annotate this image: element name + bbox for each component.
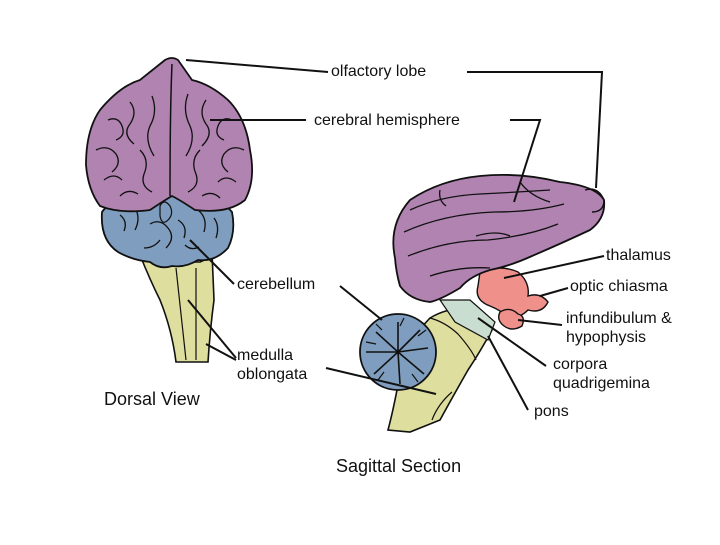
- label-medulla-line1: medulla: [237, 347, 293, 365]
- sagittal-section: [360, 175, 604, 432]
- dorsal-cerebrum: [86, 58, 252, 211]
- leader-olfactory-lobe-sagittal: [467, 72, 602, 188]
- leader-infundibulum: [518, 320, 562, 325]
- caption-sagittal-section: Sagittal Section: [336, 456, 461, 477]
- label-infundibulum-line2: hypophysis: [566, 329, 646, 347]
- dorsal-medulla: [140, 252, 214, 362]
- dorsal-view: [86, 58, 252, 362]
- label-medulla-line2: oblongata: [237, 366, 307, 384]
- label-optic-chiasma: optic chiasma: [570, 278, 668, 296]
- label-olfactory-lobe: olfactory lobe: [331, 63, 426, 81]
- label-thalamus: thalamus: [606, 247, 671, 265]
- label-cerebral-hemisphere: cerebral hemisphere: [314, 112, 460, 130]
- label-infundibulum-line1: infundibulum &: [566, 310, 672, 328]
- leader-pons: [488, 336, 528, 410]
- leader-olfactory-lobe-dorsal: [186, 60, 328, 72]
- label-corpora-line2: quadrigemina: [553, 375, 650, 393]
- caption-dorsal-view: Dorsal View: [104, 389, 200, 410]
- label-pons: pons: [534, 403, 569, 421]
- leader-cerebellum-sagittal: [340, 286, 382, 320]
- leader-optic-chiasma: [540, 288, 568, 296]
- label-corpora-line1: corpora: [553, 356, 607, 374]
- label-cerebellum: cerebellum: [237, 276, 315, 294]
